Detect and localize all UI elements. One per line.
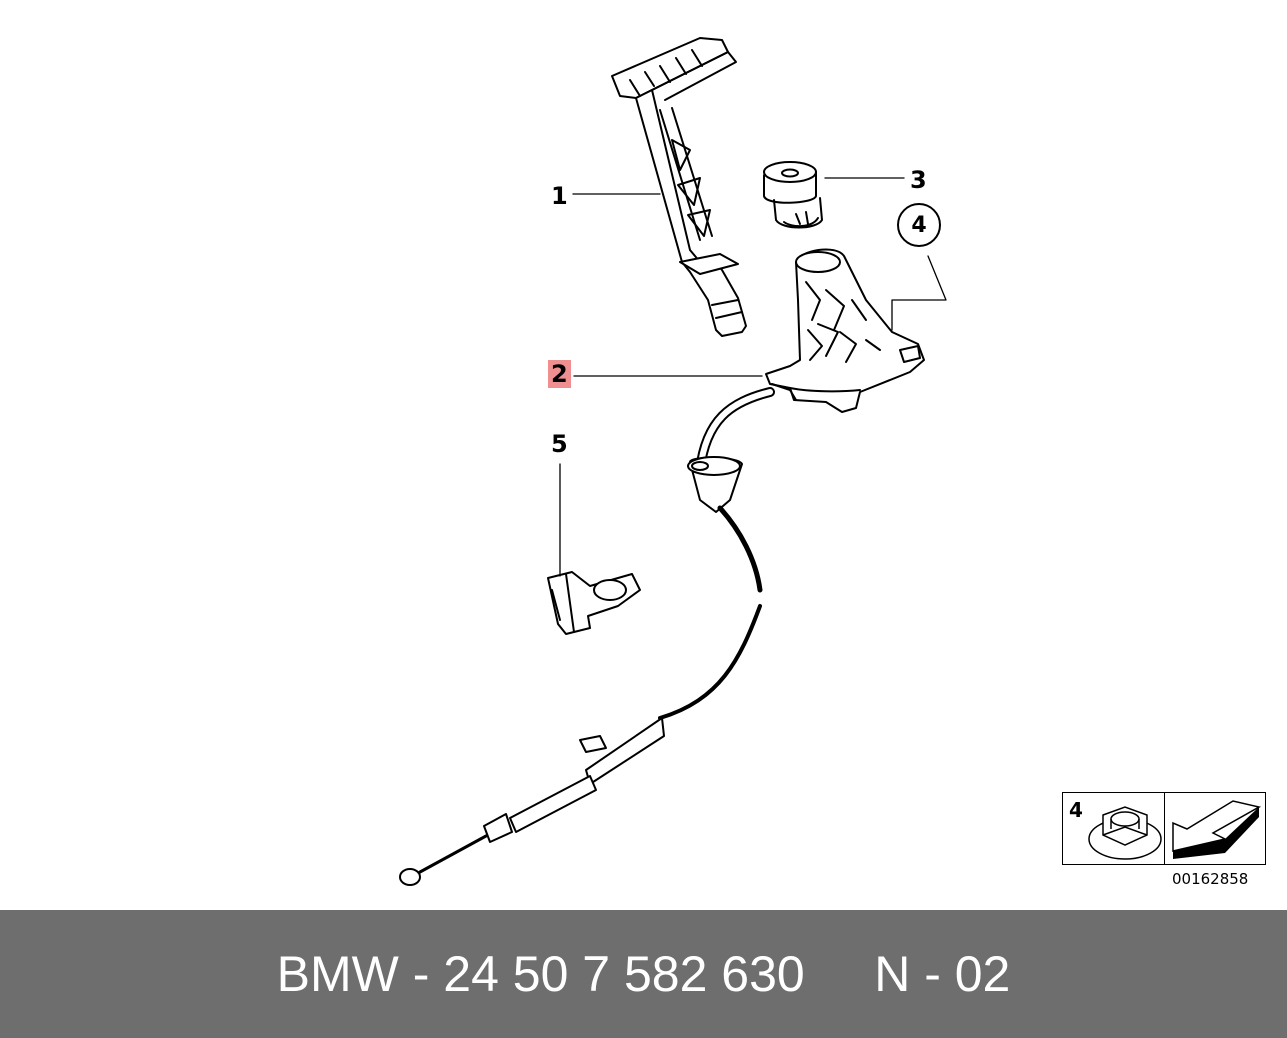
flange-nut-icon <box>1088 806 1162 860</box>
arrow-icon <box>1172 800 1262 859</box>
footer-separator: - <box>398 946 444 1002</box>
footer-part-number: 24 50 7 582 630 <box>443 946 805 1002</box>
parts-diagram: 1 2 3 4 5 4 00162 <box>399 37 1266 888</box>
selector-lever-part <box>611 37 747 337</box>
callout-1: 1 <box>551 182 568 210</box>
diagram-drawing <box>399 37 947 886</box>
callout-2-highlighted: 2 <box>548 360 571 388</box>
footer-code: N - 02 <box>874 946 1011 1002</box>
cable-part <box>399 387 775 886</box>
clip-part <box>547 571 641 635</box>
bush-part <box>763 161 823 229</box>
footer-gap <box>805 945 874 1003</box>
legend-nut-cell: 4 <box>1063 793 1165 864</box>
callout-4-label: 4 <box>911 212 927 238</box>
callout-4-circle: 4 <box>897 203 941 247</box>
footer-brand: BMW <box>276 946 399 1002</box>
drawing-number: 00162858 <box>1172 870 1249 888</box>
footer-banner: BMW - 24 50 7 582 630 N - 02 <box>0 910 1287 1038</box>
gear-housing-part <box>765 248 925 413</box>
leader-lines <box>559 177 947 577</box>
hardware-legend: 4 <box>1062 792 1266 865</box>
legend-number: 4 <box>1069 798 1083 822</box>
callout-3: 3 <box>910 166 927 194</box>
legend-arrow-cell <box>1165 793 1265 864</box>
callout-5: 5 <box>551 430 568 458</box>
